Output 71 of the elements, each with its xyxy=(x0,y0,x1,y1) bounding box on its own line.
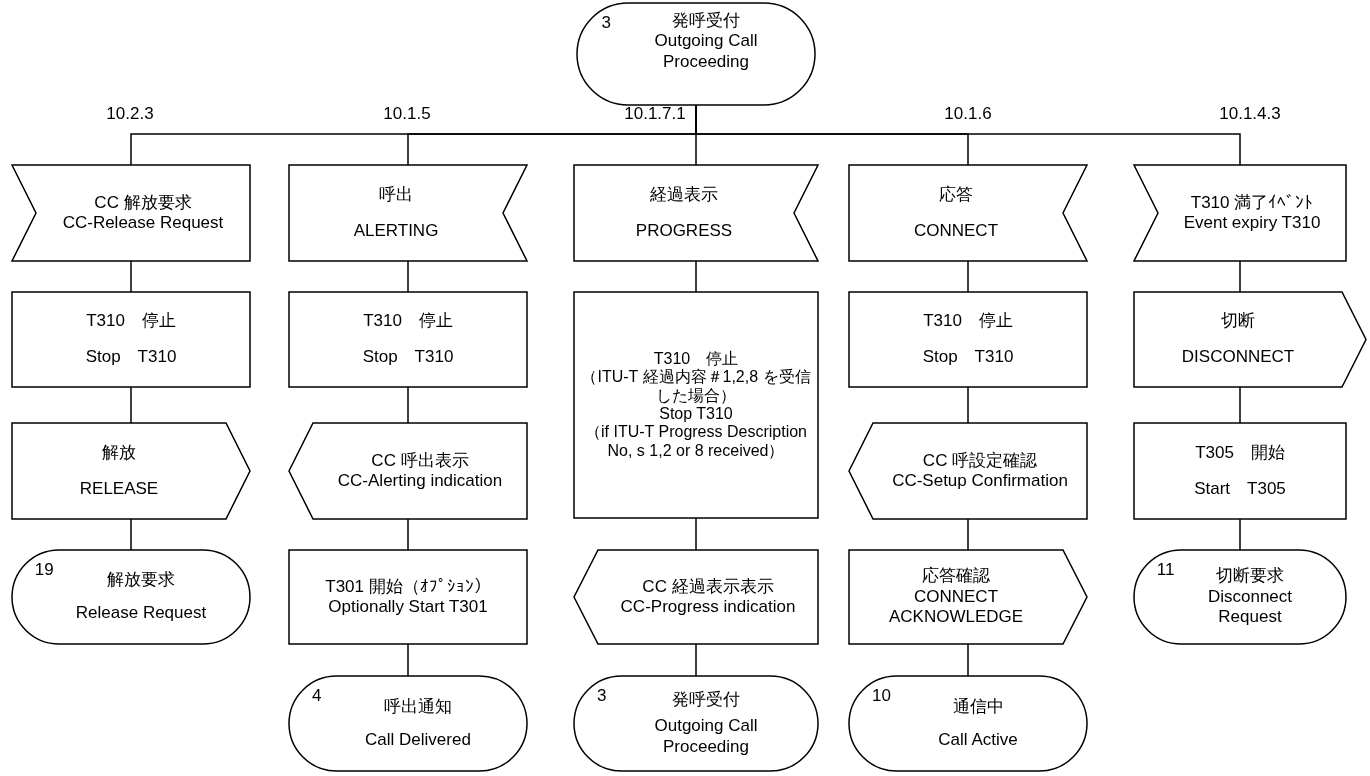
node-text: Stop T310 xyxy=(922,347,1014,368)
node-text: （if ITU-T Progress Description No, s 1,2 or 8 received） xyxy=(584,423,808,461)
connector-line xyxy=(130,260,132,293)
state-number: 10 xyxy=(872,686,891,706)
node-text: Stop T310 xyxy=(85,347,177,368)
node-text: Optionally Start T301 xyxy=(328,597,488,618)
connector-line xyxy=(130,518,132,551)
node-text: Outgoing Call Proceeding xyxy=(653,31,759,73)
node-text: 発呼受付 xyxy=(672,689,740,711)
connector-line xyxy=(967,643,969,677)
node-text: 解放要求 xyxy=(107,570,175,591)
node-text: Stop T310 xyxy=(659,405,733,424)
node-text: Outgoing Call Proceeding xyxy=(653,716,759,758)
connector-line xyxy=(407,518,409,551)
node-text: T310 停止 xyxy=(363,311,453,332)
node-text: DISCONNECT xyxy=(1181,347,1295,368)
node-text: T310 停止 xyxy=(653,349,739,368)
connector-line xyxy=(967,386,969,424)
node-text: Release Request xyxy=(75,603,207,624)
node-text: PROGRESS xyxy=(635,220,733,242)
connector-line xyxy=(130,386,132,424)
node-text: （ITU-T 経過内容＃1,2,8 を受信した場合） xyxy=(580,368,812,405)
node-text: Call Delivered xyxy=(365,729,471,751)
state-number: 3 xyxy=(597,686,607,706)
node-text: 応答 xyxy=(939,184,973,206)
connector-line xyxy=(695,517,697,551)
state-number: 3 xyxy=(601,13,611,33)
node-text: CC-Release Request xyxy=(62,213,224,234)
node-text: 解放 xyxy=(102,442,136,464)
node-text: 応答確認 xyxy=(922,566,990,587)
state-number: 19 xyxy=(34,560,54,580)
node-text: 通信中 xyxy=(952,696,1004,718)
node-text: CC 解放要求 xyxy=(94,192,192,213)
node-text: CONNECT ACKNOWLEDGE xyxy=(887,586,1025,628)
node-text: CC-Alerting indication xyxy=(337,471,503,492)
node-text: ALERTING xyxy=(353,220,439,242)
node-text: CC-Setup Confirmation xyxy=(892,471,1068,492)
connector-line xyxy=(967,518,969,551)
node-text: 経過表示 xyxy=(650,184,718,206)
node-text: CONNECT xyxy=(913,220,999,242)
node-text: T310 満了ｲﾍﾞﾝﾄ xyxy=(1190,192,1314,213)
node-text: 呼出 xyxy=(379,184,413,206)
node-text: Call Active xyxy=(938,729,1018,751)
node-text: Stop T310 xyxy=(362,347,454,368)
connector-line xyxy=(695,643,697,677)
node-text: RELEASE xyxy=(79,478,159,500)
node-text: T310 停止 xyxy=(86,311,176,332)
node-text: CC 呼設定確認 xyxy=(922,450,1038,471)
connector-line xyxy=(967,260,969,293)
node-text: T301 開始（ｵﾌﾟｼｮﾝ） xyxy=(325,576,491,597)
connector-line xyxy=(1239,260,1241,293)
state-number: 11 xyxy=(1156,560,1175,580)
node-text: 呼出通知 xyxy=(384,696,452,718)
node-text: Disconnect Request xyxy=(1206,586,1294,628)
connector-line xyxy=(407,643,409,677)
node-text: Start T305 xyxy=(1194,478,1286,500)
connector-line xyxy=(407,260,409,293)
node-text: 発呼受付 xyxy=(672,11,740,32)
node-text: CC 経過表示表示 xyxy=(642,576,774,597)
node-text: T305 開始 xyxy=(1195,442,1285,464)
node-text: T310 停止 xyxy=(923,311,1013,332)
connector-line xyxy=(1239,386,1241,424)
node-text: Event expiry T310 xyxy=(1183,213,1321,234)
connector-line xyxy=(407,386,409,424)
node-text: CC 呼出表示 xyxy=(371,450,469,471)
node-text: 切断要求 xyxy=(1216,566,1284,587)
node-text: 切断 xyxy=(1221,311,1255,332)
connector-line xyxy=(695,260,697,293)
state-number: 4 xyxy=(312,686,322,706)
node-text: CC-Progress indication xyxy=(620,597,796,618)
connector-line xyxy=(1239,518,1241,551)
